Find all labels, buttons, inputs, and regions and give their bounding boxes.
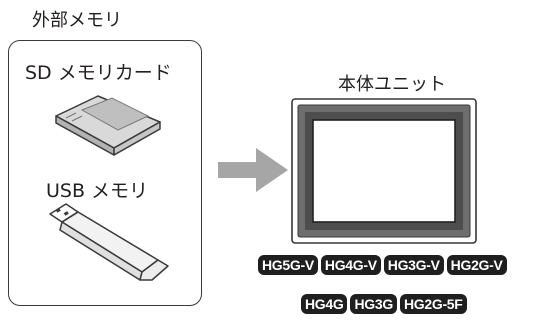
- external-memory-title: 外部メモリ: [32, 10, 122, 31]
- main-unit-title: 本体ユニット: [338, 74, 446, 95]
- hmi-panel-icon: [291, 98, 477, 244]
- model-badge: HG4G: [301, 294, 348, 314]
- sd-card-label: SD メモリカード: [25, 62, 172, 84]
- model-badges-row-1: HG5G-V HG4G-V HG3G-V HG2G-V: [258, 255, 507, 275]
- usb-stick-icon: [49, 203, 169, 281]
- model-badge: HG3G: [350, 294, 397, 314]
- external-memory-box: [8, 40, 202, 306]
- usb-memory-label: USB メモリ: [46, 180, 149, 202]
- sd-card-icon: [55, 95, 161, 156]
- model-badge: HG2G-5F: [399, 294, 467, 314]
- model-badge: HG3G-V: [383, 255, 444, 275]
- model-badge: HG2G-V: [446, 255, 507, 275]
- model-badges-row-2: HG4G HG3G HG2G-5F: [301, 294, 467, 314]
- model-badge: HG4G-V: [320, 255, 381, 275]
- model-badge: HG5G-V: [258, 255, 318, 275]
- right-arrow-icon: [218, 148, 288, 192]
